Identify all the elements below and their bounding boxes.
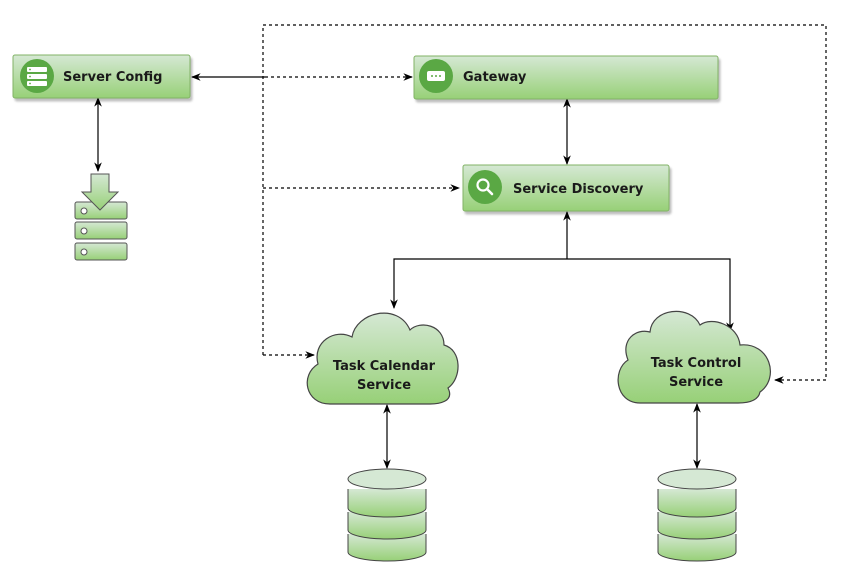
edge-branch-control [567,258,734,332]
ellipsis-message-icon [419,59,453,93]
task-control-label-line1: Task Control [651,356,742,371]
server-config-label: Server Config [63,70,163,85]
edges [94,24,827,469]
server-list-icon [20,59,54,93]
gateway-label: Gateway [463,70,527,85]
node-server-config[interactable]: Server Config [12,54,191,99]
service-discovery-label: Service Discovery [513,182,644,197]
task-calendar-label-line2: Service [357,378,411,393]
server-storage-download-icon[interactable] [74,173,128,261]
node-service-discovery[interactable]: Service Discovery [462,164,670,212]
task-control-label-line2: Service [669,375,723,390]
node-task-calendar-service[interactable]: Task Calendar Service [306,312,459,405]
node-task-control-service[interactable]: Task Control Service [617,310,771,404]
task-calendar-label-line1: Task Calendar [333,359,436,374]
edge-branch-calendar [390,258,567,309]
node-gateway[interactable]: Gateway [413,55,719,100]
control-database-icon[interactable] [657,468,737,562]
search-icon [468,170,502,204]
calendar-database-icon[interactable] [347,468,427,562]
